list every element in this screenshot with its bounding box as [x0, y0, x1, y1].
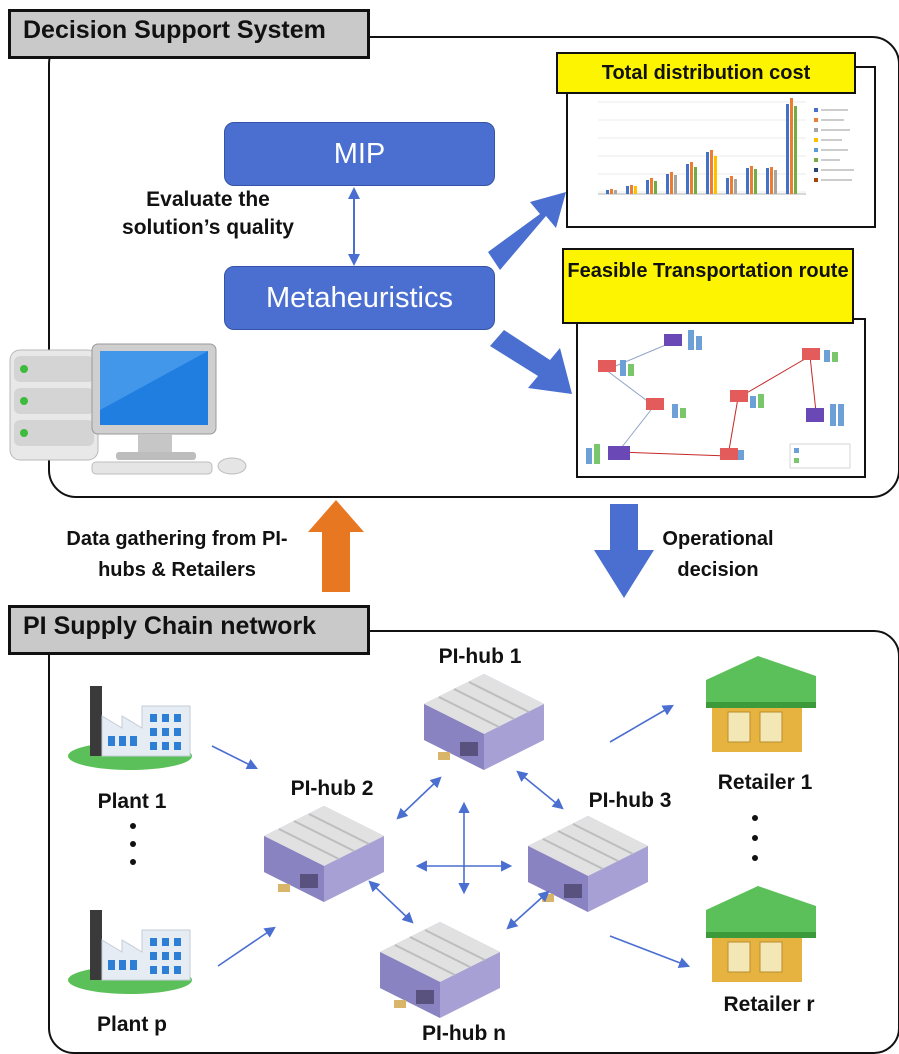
orange-up-arrow-icon	[308, 500, 364, 592]
hub-3-label: PI-hub 3	[588, 789, 672, 812]
route-title: Feasible Transportation route	[567, 260, 849, 282]
hub-n-label: PI-hub n	[422, 1022, 506, 1045]
retailer-dot-3	[752, 855, 758, 861]
dss-title: Decision Support System	[8, 9, 370, 59]
route-bars	[586, 330, 844, 464]
metaheuristics-label: Metaheuristics	[266, 281, 453, 314]
retailer-1-label: Retailer 1	[717, 771, 813, 794]
route-thumbnail	[576, 318, 866, 478]
mip-label: MIP	[333, 137, 386, 170]
route-image	[586, 330, 851, 469]
network-graphics	[67, 655, 817, 1019]
route-nodes	[598, 334, 824, 460]
route-title-box: Feasible Transportation route	[562, 248, 854, 324]
retailer-dot-2	[752, 835, 758, 841]
retailer-r-store-icon	[705, 885, 817, 983]
dss-graphics	[9, 187, 572, 475]
blue-down-arrow-icon	[594, 504, 654, 598]
hub-1-label: PI-hub 1	[438, 645, 522, 668]
hub-n-warehouse-icon	[379, 921, 501, 1019]
cost-legend	[814, 108, 854, 182]
mip-box: MIP	[224, 122, 495, 186]
plant-p-factory-icon	[67, 909, 193, 995]
hub-1-warehouse-icon	[423, 673, 545, 771]
data-gathering-label: Data gathering from PI-hubs & Retailers	[66, 528, 288, 581]
computer-icon	[91, 343, 247, 475]
plant-p-label: Plant p	[96, 1013, 167, 1036]
arrow-to-route-icon	[490, 330, 572, 394]
hub-2-label: PI-hub 2	[290, 777, 374, 800]
plant-dot-3	[130, 859, 136, 865]
hub-2-warehouse-icon	[263, 805, 385, 903]
cost-bars	[606, 98, 797, 194]
network-arrows	[211, 704, 691, 969]
retailer-1-store-icon	[705, 655, 817, 753]
hub-3-warehouse-icon	[527, 815, 649, 913]
metaheuristics-box: Metaheuristics	[224, 266, 495, 330]
plant-1-label: Plant 1	[97, 790, 167, 813]
flow-arrows	[308, 500, 654, 598]
arrow-to-cost-icon	[488, 192, 566, 270]
evaluate-label: Evaluate the solution’s quality	[122, 188, 294, 240]
cost-chart-image	[598, 98, 854, 195]
plant-dot-2	[130, 841, 136, 847]
server-icon	[9, 349, 99, 461]
network-title: PI Supply Chain network	[8, 605, 370, 655]
plant-1-factory-icon	[67, 685, 193, 771]
retailer-r-label: Retailer r	[723, 993, 815, 1016]
retailer-dot-1	[752, 815, 758, 821]
operational-decision-label: Operational decision	[662, 528, 774, 581]
cost-title-box: Total distribution cost	[556, 52, 856, 94]
plant-dot-1	[130, 823, 136, 829]
cost-title: Total distribution cost	[601, 62, 811, 84]
